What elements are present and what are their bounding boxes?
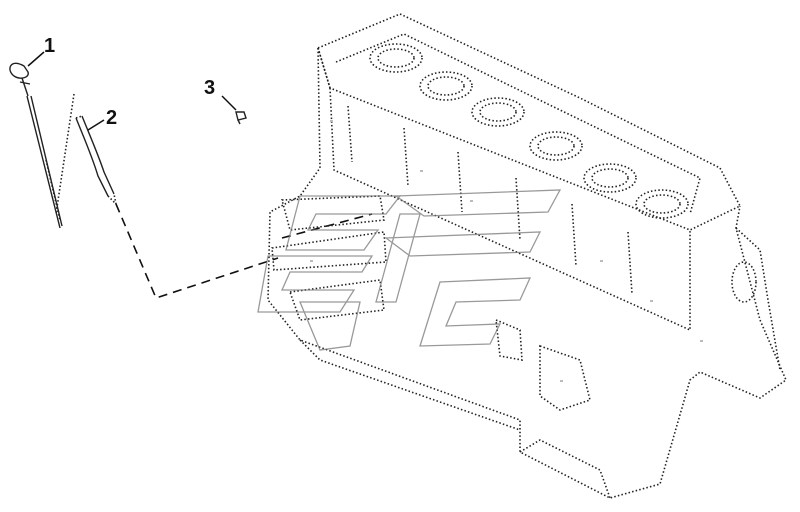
engine-block (267, 13, 787, 499)
bolt-part (235, 111, 247, 125)
dipstick-tube-part (55, 93, 118, 215)
dipstick-part (9, 62, 63, 229)
callout-3: 3 (204, 77, 215, 99)
installation-leader-line-2 (281, 213, 373, 239)
stipple-shading (310, 120, 703, 382)
installation-leader-line (115, 203, 279, 299)
callout-leader-2 (87, 119, 105, 131)
callout-leader-3 (221, 95, 237, 111)
callout-leader-1 (27, 51, 45, 67)
cylinder-bores (369, 43, 689, 219)
callout-1: 1 (44, 35, 55, 57)
callout-2: 2 (106, 107, 117, 129)
watermark-logo (257, 189, 562, 351)
